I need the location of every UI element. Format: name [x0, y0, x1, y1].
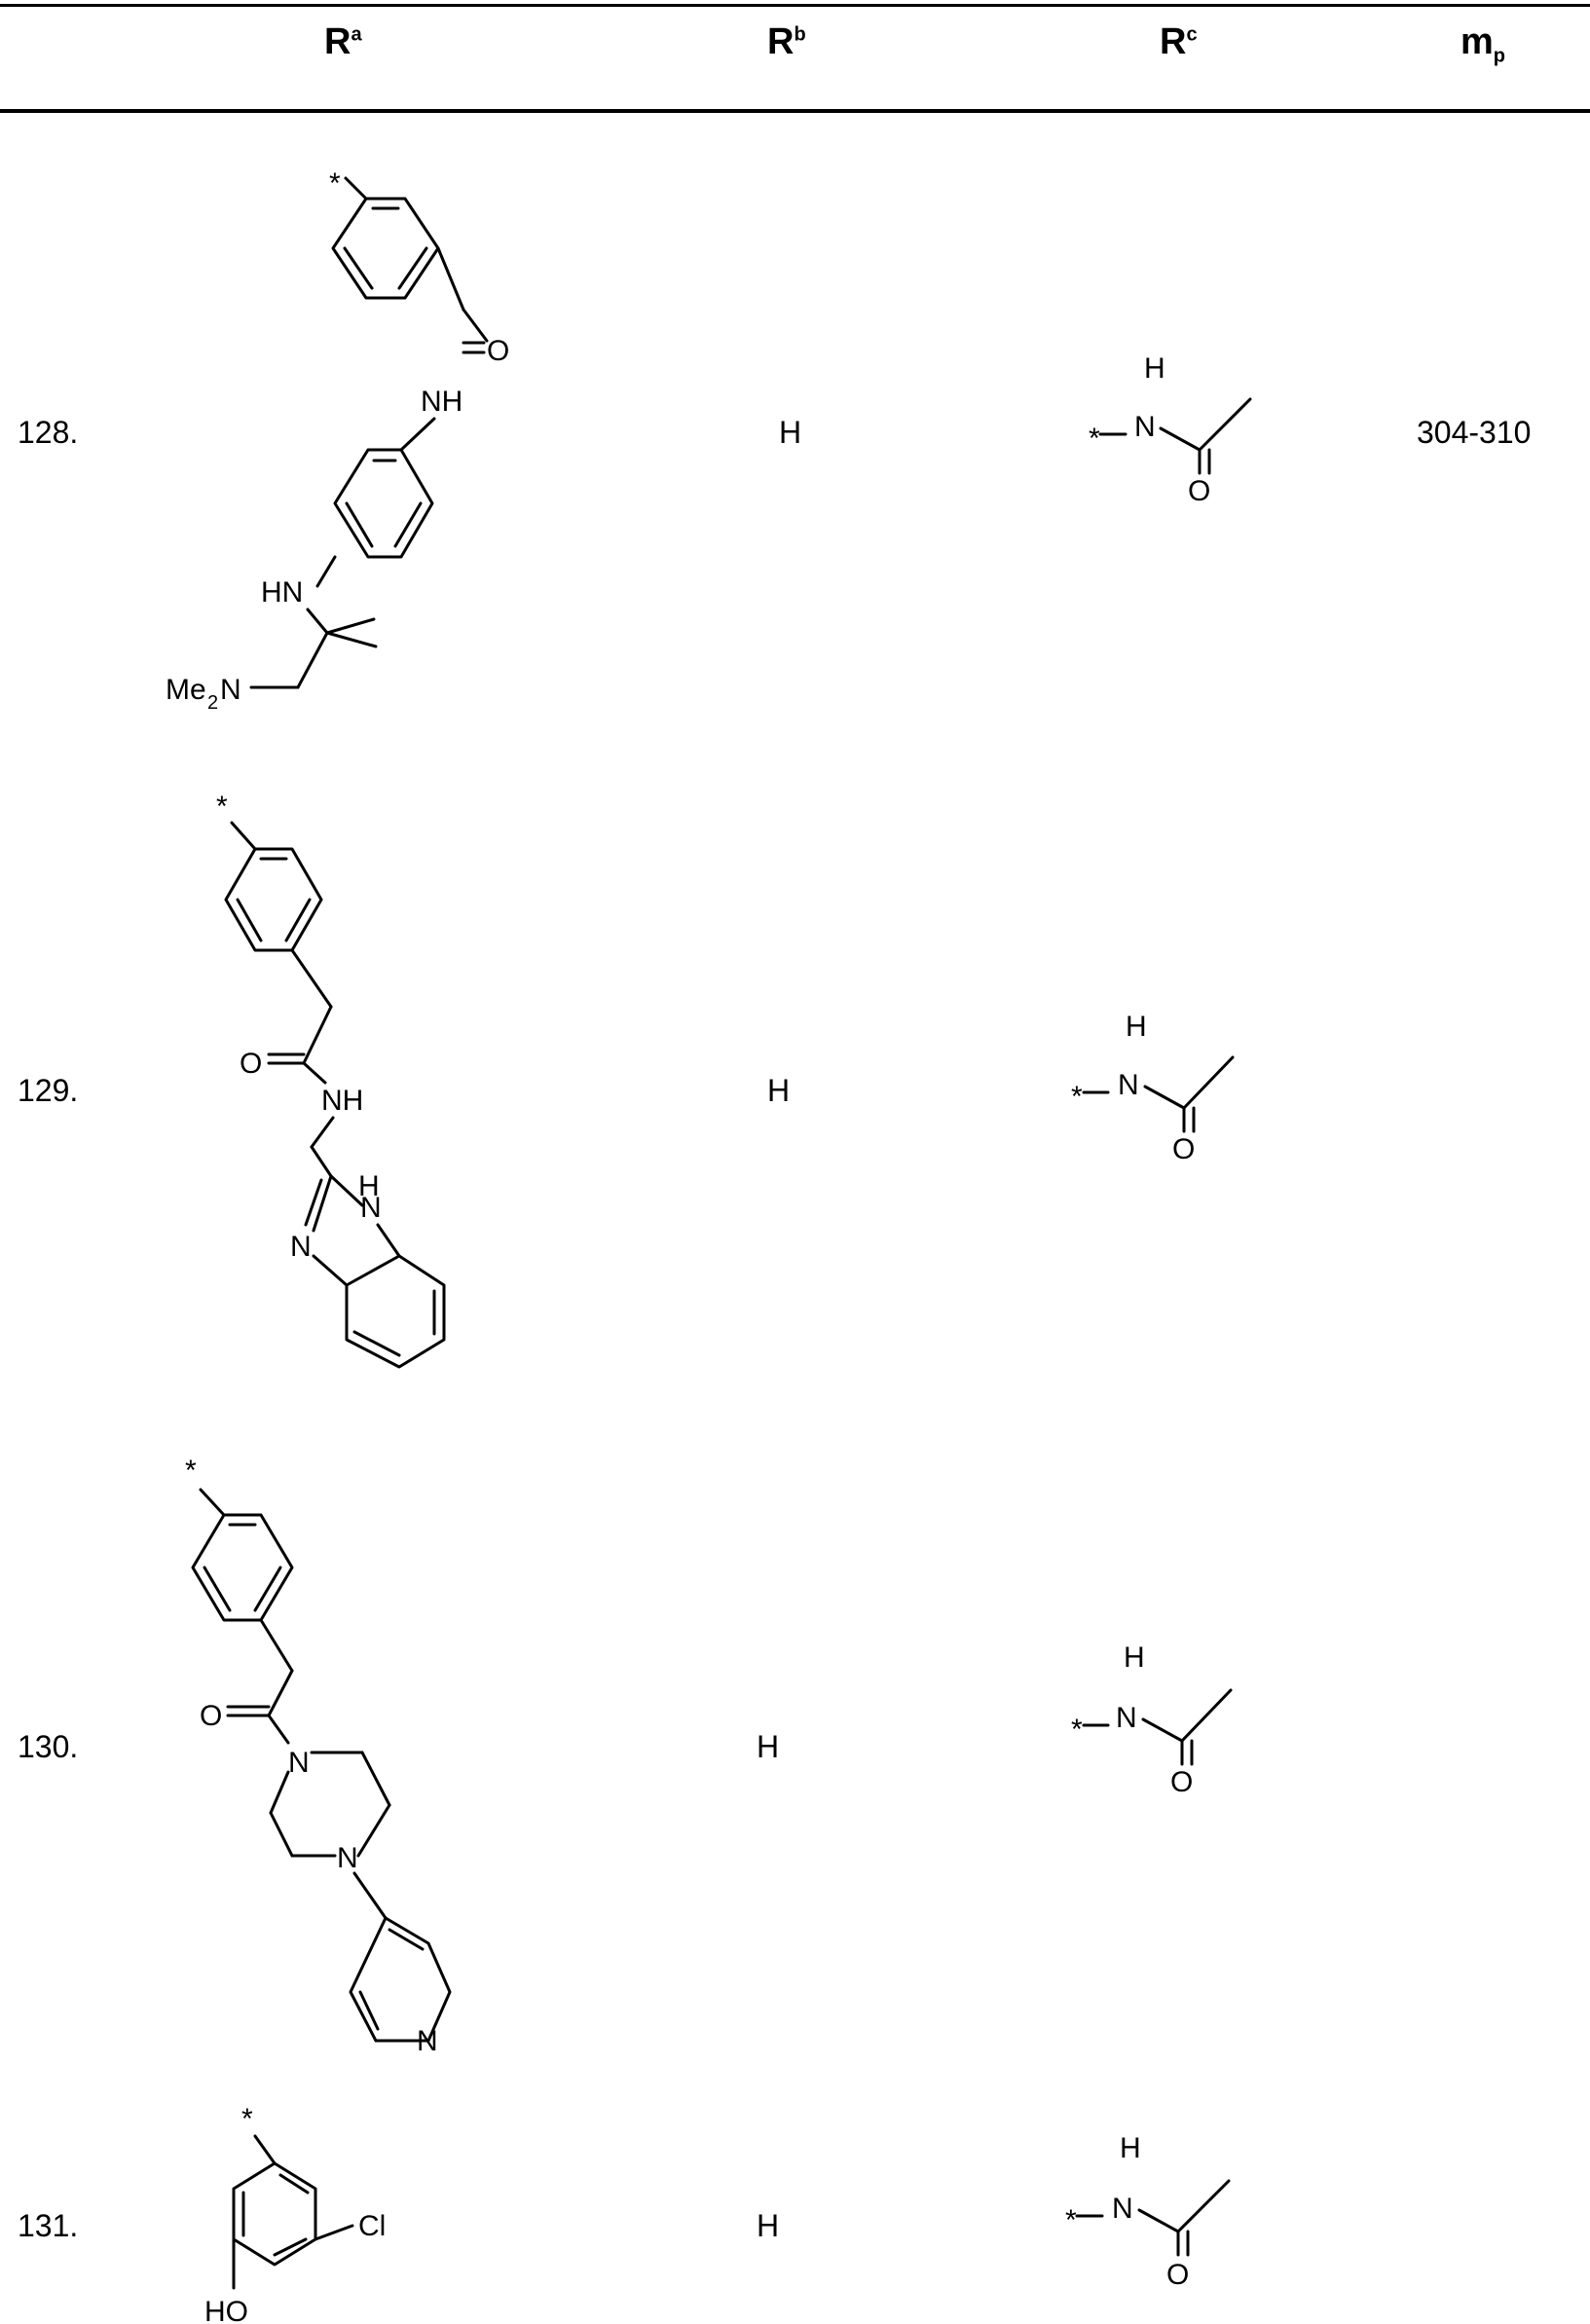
svg-text:O: O	[240, 1048, 262, 1080]
svg-text:NH: NH	[321, 1085, 363, 1117]
svg-text:*: *	[1089, 423, 1100, 455]
structure-129-rc: * H N O	[1071, 1011, 1233, 1165]
svg-text:N: N	[360, 1192, 382, 1224]
structure-131-rc: * H N O	[1065, 2132, 1229, 2291]
svg-text:H: H	[1126, 1011, 1147, 1043]
svg-text:Me: Me	[166, 674, 206, 706]
svg-text:N: N	[1134, 411, 1156, 443]
svg-text:N: N	[1116, 1702, 1137, 1734]
svg-text:O: O	[1188, 475, 1210, 507]
svg-text:*: *	[185, 1455, 197, 1487]
structure-129-ra: * O NH H N N	[216, 791, 444, 1367]
svg-text:O: O	[1172, 1133, 1195, 1165]
svg-text:N: N	[1118, 1069, 1139, 1101]
svg-text:*: *	[1071, 1081, 1083, 1113]
svg-text:HO: HO	[204, 2296, 248, 2324]
svg-text:*: *	[241, 2103, 253, 2135]
attachment-star-icon: *	[329, 167, 341, 200]
svg-text:*: *	[216, 791, 228, 823]
svg-text:Cl: Cl	[358, 2210, 386, 2242]
svg-text:*: *	[1071, 1714, 1083, 1746]
svg-text:H: H	[1120, 2132, 1141, 2164]
structure-131-ra: * Cl HO	[204, 2103, 386, 2324]
svg-text:N: N	[220, 674, 241, 706]
svg-text:N: N	[290, 1231, 312, 1263]
svg-text:O: O	[200, 1700, 222, 1732]
svg-text:H: H	[1144, 352, 1165, 385]
svg-text:O: O	[1170, 1766, 1193, 1798]
svg-text:N: N	[288, 1747, 310, 1779]
structure-130-ra: * O N N N	[185, 1455, 450, 2057]
svg-text:O: O	[1166, 2259, 1189, 2291]
svg-text:N: N	[1112, 2193, 1133, 2225]
svg-text:H: H	[1124, 1642, 1145, 1674]
structure-130-rc: * H N O	[1071, 1642, 1231, 1798]
svg-text:*: *	[1065, 2204, 1077, 2236]
svg-text:N: N	[417, 2025, 438, 2057]
svg-text:N: N	[337, 1842, 358, 1874]
svg-text:O: O	[487, 335, 509, 367]
structure-128-ra: * O NH HN Me 2 N	[166, 167, 509, 714]
structure-128-rc: * H N O	[1089, 352, 1250, 507]
svg-text:NH: NH	[421, 386, 462, 418]
svg-text:2: 2	[207, 692, 218, 714]
svg-text:HN: HN	[261, 576, 303, 609]
